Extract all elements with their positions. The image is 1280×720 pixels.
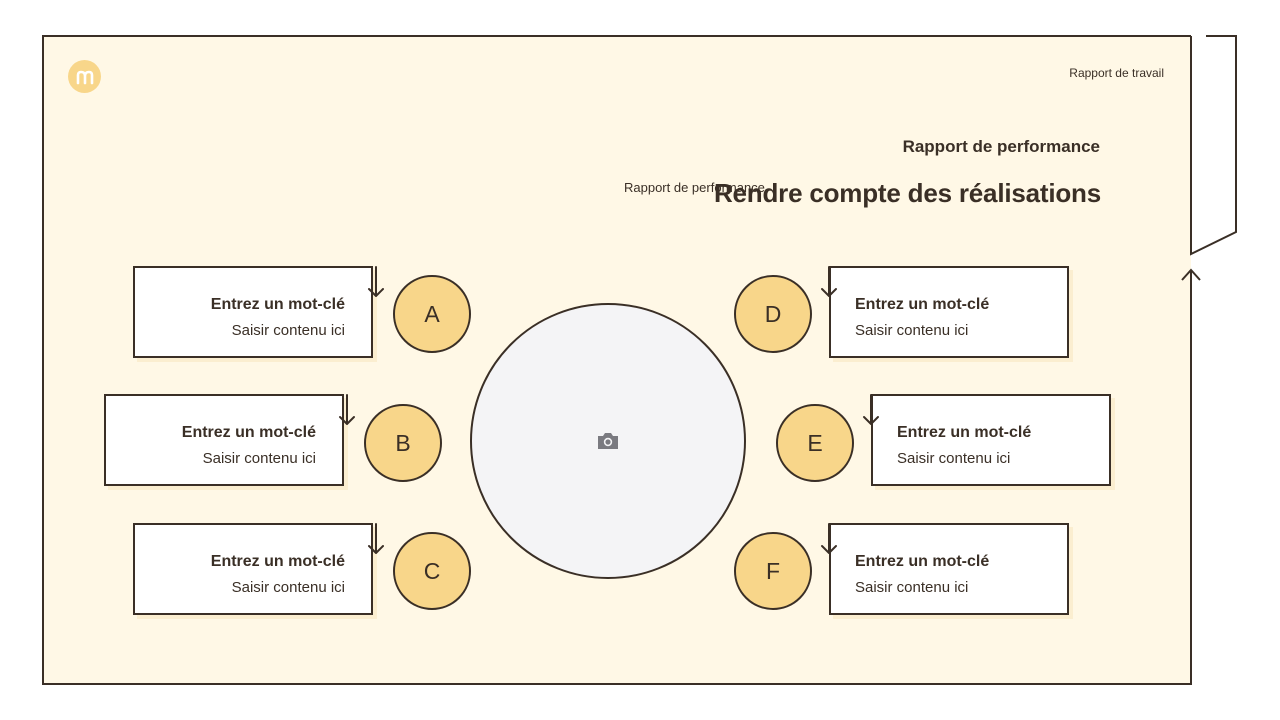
subtitle: Rapport de performance [902,137,1100,156]
card-content: Saisir contenu ici [202,450,316,467]
card-keyword: Entrez un mot-clé [855,553,990,570]
card-d[interactable]: Entrez un mot-clé Saisir contenu ici [829,266,1069,358]
badge-b: B [364,404,442,482]
card-keyword: Entrez un mot-clé [210,296,345,313]
card-a[interactable]: Entrez un mot-clé Saisir contenu ici [133,266,373,358]
card-content: Saisir contenu ici [897,450,1011,467]
card-e[interactable]: Entrez un mot-clé Saisir contenu ici [871,394,1111,486]
m-logo-icon [68,60,101,93]
card-content: Saisir contenu ici [855,322,969,339]
card-keyword: Entrez un mot-clé [897,424,1032,441]
card-b[interactable]: Entrez un mot-clé Saisir contenu ici [104,394,344,486]
card-c[interactable]: Entrez un mot-clé Saisir contenu ici [133,523,373,615]
badge-a: A [393,275,471,353]
card-keyword: Entrez un mot-clé [855,296,990,313]
card-content: Saisir contenu ici [231,322,345,339]
page-title: Rendre compte des réalisations [713,178,1101,208]
card-f[interactable]: Entrez un mot-clé Saisir contenu ici [829,523,1069,615]
card-keyword: Entrez un mot-clé [181,424,316,441]
work-report-label: Rapport de travail [1069,66,1164,80]
card-content: Saisir contenu ici [231,579,345,596]
card-content: Saisir contenu ici [855,579,969,596]
card-keyword: Entrez un mot-clé [210,553,345,570]
photo-placeholder[interactable] [470,303,746,579]
badge-f: F [734,532,812,610]
small-caption: Rapport de performance [624,180,765,195]
badge-d: D [734,275,812,353]
badge-c: C [393,532,471,610]
camera-icon [598,433,618,449]
badge-e: E [776,404,854,482]
